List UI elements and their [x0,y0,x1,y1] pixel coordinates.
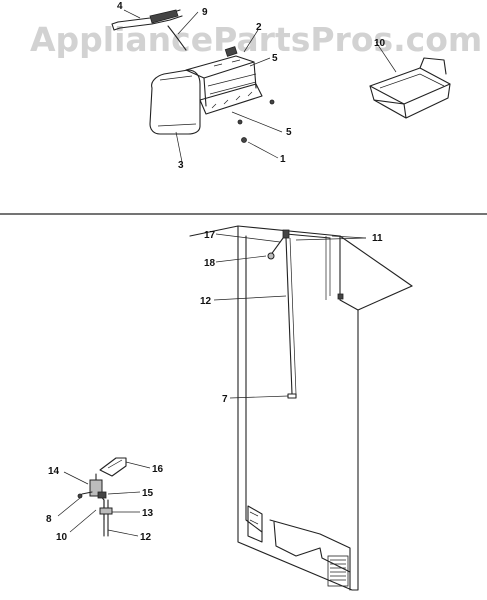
callout-13: 13 [142,508,154,519]
callout-10-bottom: 10 [56,532,68,543]
wire-harness [111,9,187,51]
callout-3: 3 [178,160,184,171]
callout-10-top: 10 [374,38,386,49]
callout-8: 8 [46,514,52,525]
callout-2: 2 [256,22,262,33]
valve-fitting [99,507,113,515]
callout-7: 7 [222,394,228,405]
refrigerator-cabinet [189,225,413,591]
thermostat [224,46,238,57]
watermark: AppliancePartsPros.com [30,20,482,59]
callout-9: 9 [202,7,208,18]
callout-5-top: 5 [272,53,278,64]
condenser-grille [327,555,349,587]
callout-16: 16 [152,464,164,475]
callout-17: 17 [204,230,216,241]
ice-maker-assembly [111,9,283,163]
housing-top [185,55,255,79]
callout-14: 14 [48,466,60,477]
callout-12-cabinet: 12 [200,296,212,307]
callout-4: 4 [117,1,123,12]
callout-11: 11 [372,233,383,244]
front-cover [149,69,201,135]
callout-15: 15 [142,488,154,499]
callout-5-bottom: 5 [286,127,292,138]
valve-connector [99,457,127,477]
water-valve-assembly [57,457,151,537]
callout-1: 1 [280,154,286,165]
ice-bucket [369,41,451,119]
ice-mold [199,83,263,115]
grommet [267,252,275,260]
callout-labels: 4 9 2 5 10 5 1 3 17 11 18 12 7 14 16 15 … [46,1,386,543]
water-tube [285,237,293,395]
callout-18: 18 [204,258,216,269]
callout-12-valve: 12 [140,532,152,543]
fill-tube-cap [282,229,290,239]
